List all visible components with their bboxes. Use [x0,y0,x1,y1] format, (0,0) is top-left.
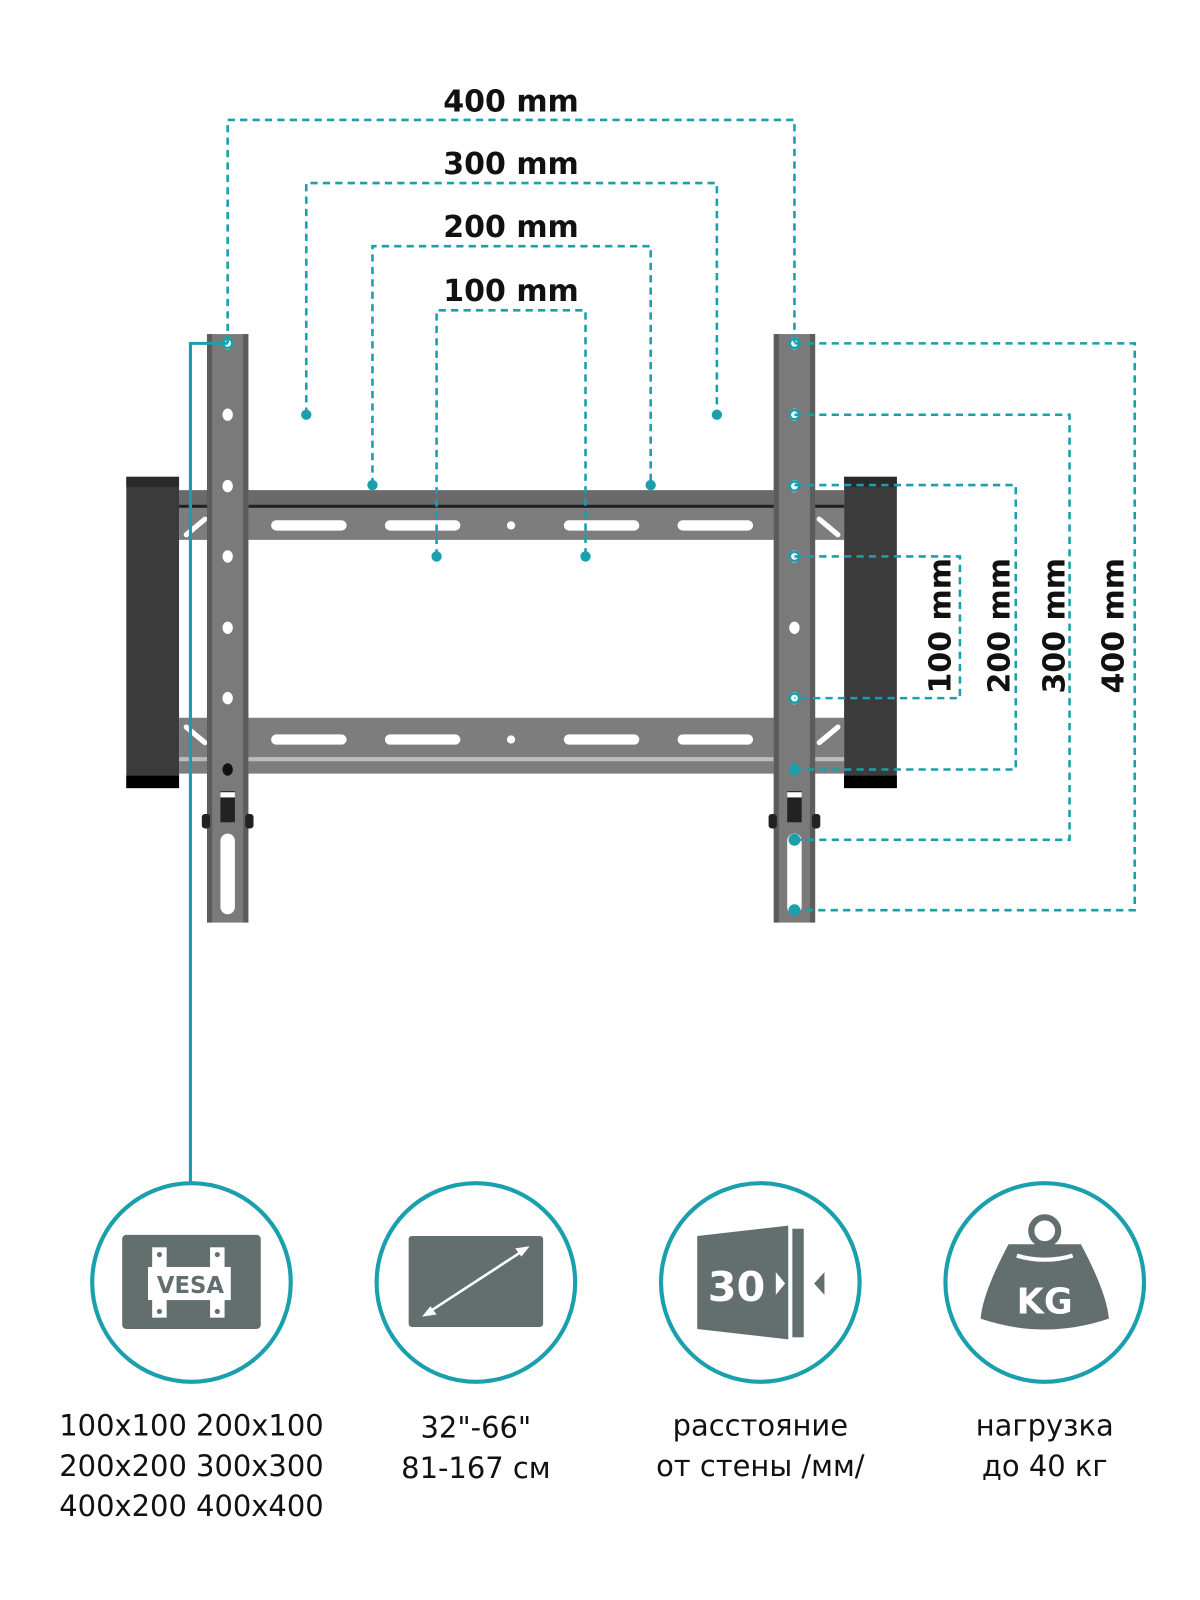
wall-distance-icon-text: 30 [708,1263,766,1311]
mount-hole [222,621,233,635]
dimension-label-300-vertical: 300 mm [1037,558,1072,694]
weight-icon-text: KG [1017,1282,1073,1323]
mount-hole [222,691,233,705]
wall-distance-line-1: расстояние [673,1409,848,1443]
wall-distance-icon: 30 [697,1225,825,1340]
top-rail [179,490,845,540]
vesa-sizes-line-1: 100x100 200x100 [59,1409,323,1443]
dimension-label-100-horizontal: 100 mm [443,274,579,309]
screen-size-cm: 81-167 см [401,1451,550,1485]
side-dimension-lines: 100 mm 200 mm 300 mm 400 mm [794,342,1137,912]
max-load-line-2: до 40 кг [982,1449,1108,1483]
screen-size-inches: 32"-66" [421,1411,532,1445]
feature-screen-size: 32"-66" 81-167 см [374,1181,578,1485]
upright-right [768,334,821,923]
tilt-knob [812,813,821,829]
mount-hole [789,621,800,635]
feature-wall-distance: 30 расстояние от стены /мм/ [656,1181,865,1483]
vesa-sizes-line-2: 200x200 300x300 [59,1449,323,1483]
tilt-knob [245,813,254,829]
upright-left [201,334,254,923]
mount-hole [222,479,233,493]
screen-diagonal-icon [408,1235,544,1327]
weight-icon: KG [980,1214,1109,1330]
wall-spacer-right [844,476,897,789]
mount-hole [222,550,233,563]
vesa-sizes-line-3: 400x200 400x400 [59,1489,323,1523]
feature-max-load: KG нагрузка до 40 кг [943,1181,1147,1483]
dimension-label-400-horizontal: 400 mm [443,85,579,120]
dimension-label-400-vertical: 400 mm [1096,558,1131,694]
wall-distance-line-2: от стены /мм/ [656,1449,865,1483]
bottom-rail [179,717,845,774]
vesa-icon: VESA [122,1234,261,1330]
vesa-leader-line [188,341,228,1184]
feature-vesa: VESA 100x100 200x100 200x200 300x300 400… [59,1181,324,1523]
tilt-knob [768,813,777,829]
max-load-line-1: нагрузка [976,1409,1114,1443]
dimension-label-300-horizontal: 300 mm [443,147,579,182]
vesa-icon-text: VESA [157,1273,225,1299]
dimension-label-200-horizontal: 200 mm [443,210,579,245]
dimension-label-100-vertical: 100 mm [924,558,959,694]
tilt-knob [201,813,211,829]
top-dimension-lines: 400 mm 300 mm 200 mm 100 mm [226,85,796,562]
mount-hole [222,763,233,776]
dimension-label-200-vertical: 200 mm [983,558,1018,694]
mount-hole [222,408,233,421]
wall-spacer-left [126,476,180,789]
